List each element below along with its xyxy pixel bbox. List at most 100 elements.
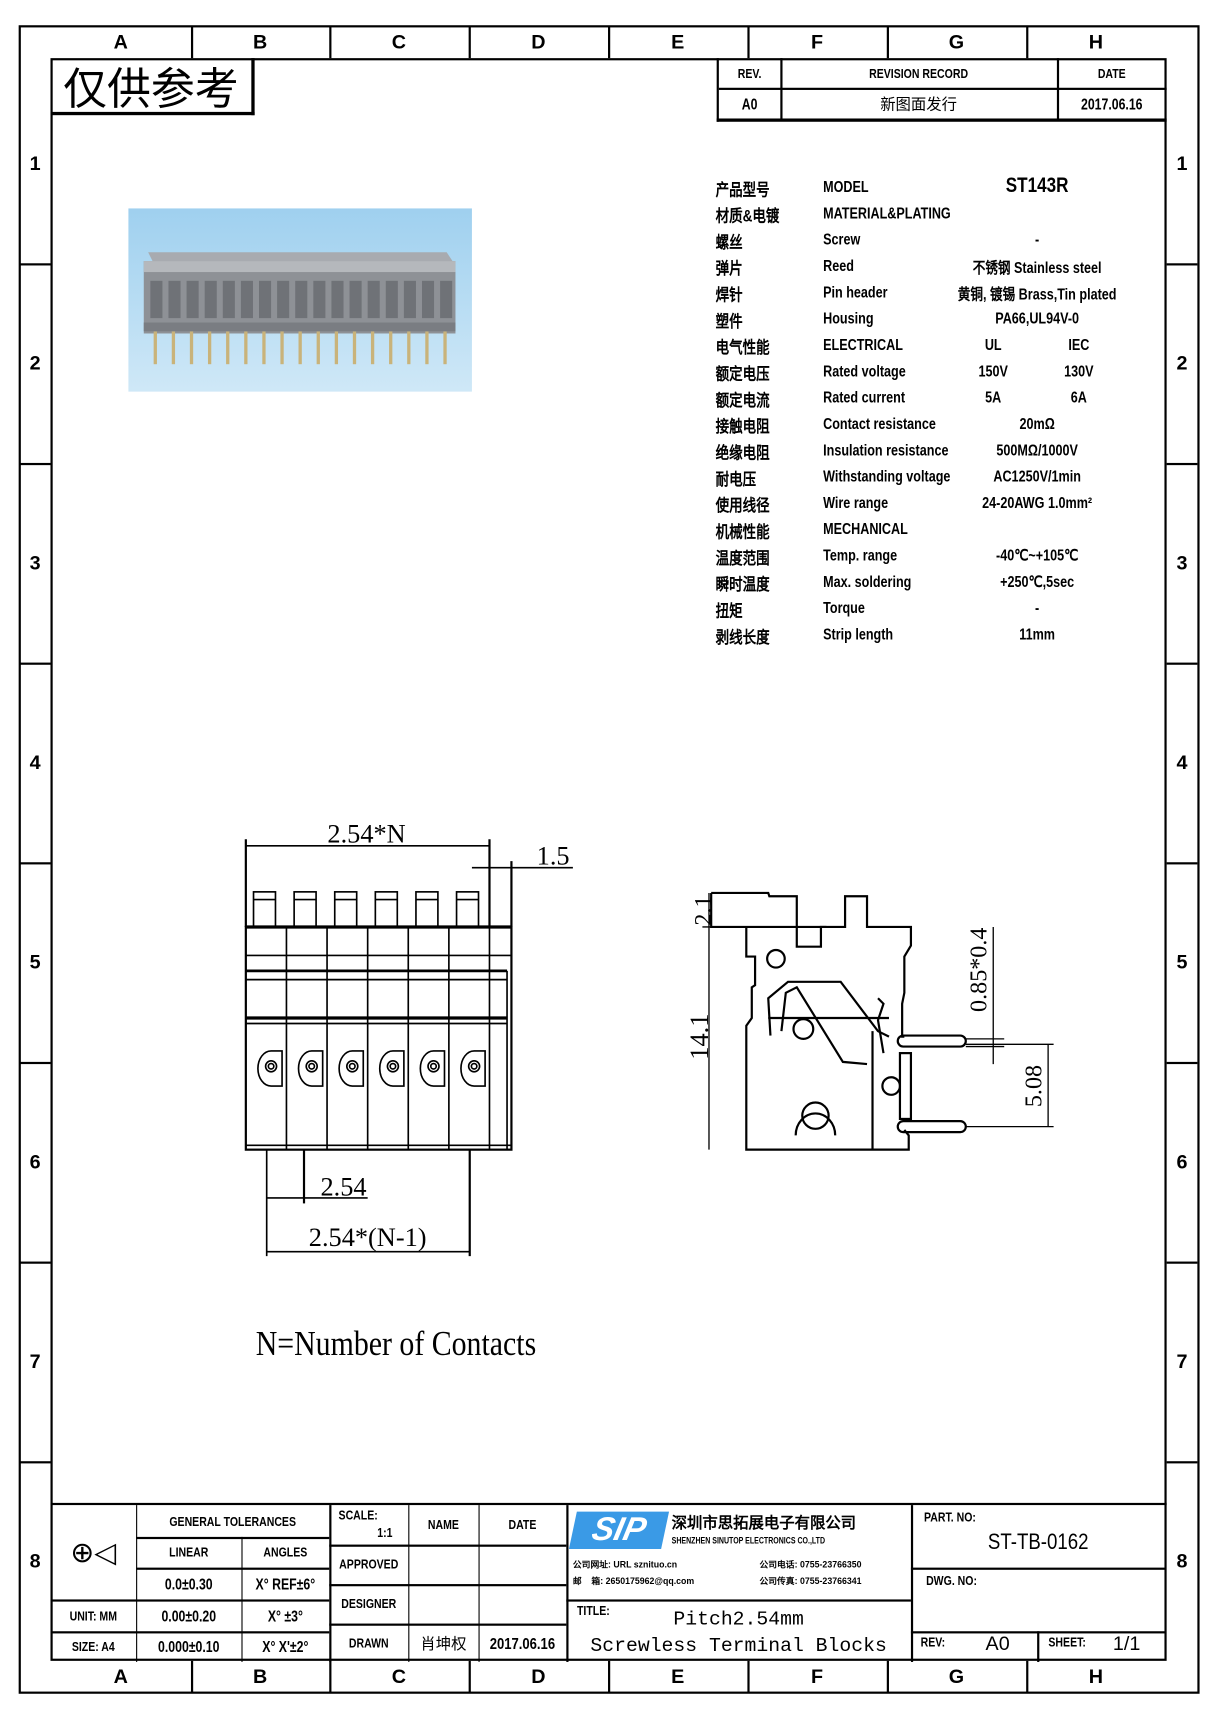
company-name-cn: 深圳市思拓展电子有限公司 (671, 1513, 857, 1532)
spec-value: -40℃~+105℃ (996, 546, 1079, 564)
spec-label-cn: 产品型号 (715, 181, 770, 200)
pin (298, 331, 302, 365)
side-view (702, 891, 1054, 1151)
spec-value: ST143R (1005, 174, 1069, 198)
angle-tol-3: X° X'±2° (262, 1637, 309, 1656)
front-view (244, 839, 573, 1257)
spec-iec-value: 130V (1064, 362, 1094, 380)
column-label: B (252, 1665, 268, 1688)
row-label: 3 (1176, 551, 1188, 574)
company-logo: SIP (568, 1511, 670, 1549)
spec-value: - (1035, 230, 1040, 248)
spec-value: PA66,UL94V-0 (995, 309, 1080, 327)
spec-label-cn: 螺丝 (715, 233, 743, 253)
revision-record-header: REVISION RECORD (869, 65, 969, 82)
slot (186, 280, 199, 319)
spec-label-cn: 额定电流 (715, 391, 770, 411)
spec-label-en: Strip length (823, 625, 894, 643)
spec-label-en: Screw (823, 230, 861, 248)
dwg-no-label: DWG. NO: (926, 1573, 977, 1589)
pin (352, 331, 357, 365)
product-photo (128, 208, 472, 392)
title-line-1: Pitch2.54mm (673, 1609, 804, 1632)
slot (168, 280, 181, 319)
size-label: SIZE: A4 (71, 1638, 115, 1655)
row-label: 1 (29, 151, 41, 174)
pin (171, 331, 176, 365)
dim-pin-size: 0.85*0.4 (966, 928, 993, 1012)
wire-entry-hole (297, 1050, 324, 1087)
contact-email: 邮 箱: 2650175962@qq.com (572, 1576, 695, 1587)
spec-label-cn: 塑件 (715, 312, 743, 332)
drawn-by-name: 肖坤权 (420, 1633, 467, 1652)
drawn-date: 2017.06.16 (489, 1633, 556, 1652)
row-label: 6 (29, 1150, 41, 1173)
spec-value: 黄铜, 镀锡 Brass,Tin plated (957, 285, 1117, 303)
contact-phone: 公司电话: 0755-23766350 (759, 1559, 862, 1570)
row-label: 4 (29, 750, 41, 773)
date-header: DATE (508, 1517, 537, 1533)
column-label: D (531, 1665, 546, 1688)
unit-label: UNIT: MM (69, 1607, 117, 1624)
column-label: A (113, 30, 128, 53)
spec-label-cn: 材质&电镀 (715, 207, 780, 226)
linear-tol-3: 0.000±0.10 (158, 1637, 220, 1656)
spec-label-cn: 电气性能 (715, 338, 770, 358)
spec-label-cn: 额定电压 (715, 365, 770, 384)
rev-value: A0 (985, 1632, 1010, 1655)
pin-tab (415, 891, 439, 928)
title-label: TITLE: (576, 1602, 610, 1619)
drawn-label: DRAWN (348, 1635, 389, 1651)
slot (204, 280, 217, 319)
revision-description: 新图面发行 (880, 95, 958, 113)
column-label: A (113, 1665, 128, 1688)
spec-label-en: Withstanding voltage (823, 467, 951, 485)
reference-only-stamp: 仅供参考 (50, 58, 255, 116)
scale-label: SCALE: (338, 1507, 378, 1523)
row-label: 2 (29, 351, 41, 374)
column-label: F (811, 1665, 824, 1688)
spec-ul-value: UL (984, 335, 1002, 354)
spec-label-en: Wire range (823, 493, 889, 512)
row-label: 8 (1176, 1549, 1188, 1572)
wire-entry-hole (378, 1050, 405, 1087)
pin (334, 331, 339, 365)
row-label: 5 (1176, 950, 1188, 973)
slot (421, 280, 435, 319)
general-tolerances-label: GENERAL TOLERANCES (169, 1513, 296, 1529)
spec-value: 24-20AWG 1.0mm² (982, 493, 1093, 512)
wire-entry-hole (257, 1050, 283, 1087)
row-label: 8 (29, 1549, 41, 1572)
spec-value: 不锈钢 Stainless steel (972, 258, 1102, 277)
spec-value: 500MΩ/1000V (996, 440, 1078, 459)
spec-label-cn: 弹片 (715, 259, 743, 279)
rev-label: REV: (920, 1634, 946, 1650)
terminal-block-image (143, 252, 456, 365)
pin-tab (333, 891, 358, 928)
column-label: F (811, 30, 824, 53)
pin (244, 331, 248, 365)
slot (440, 280, 453, 319)
column-label: D (531, 30, 546, 53)
spec-iec-value: 6A (1070, 388, 1087, 406)
dim-end-offset: 1.5 (537, 841, 570, 870)
projection-symbol-icon: ⊕◁ (70, 1535, 117, 1569)
contacts-note: N=Number of Contacts (255, 1322, 537, 1363)
row-label: 6 (1176, 1150, 1188, 1173)
slot (331, 280, 344, 319)
angle-tol-1: X° REF±6° (255, 1574, 316, 1593)
pin (207, 331, 212, 365)
sheet-label: SHEET: (1048, 1634, 1086, 1650)
slot (367, 280, 380, 319)
spec-label-en: ELECTRICAL (823, 335, 903, 354)
spec-label-cn: 使用线径 (715, 496, 770, 516)
wire-entry-hole (419, 1050, 446, 1087)
slot (150, 280, 163, 319)
